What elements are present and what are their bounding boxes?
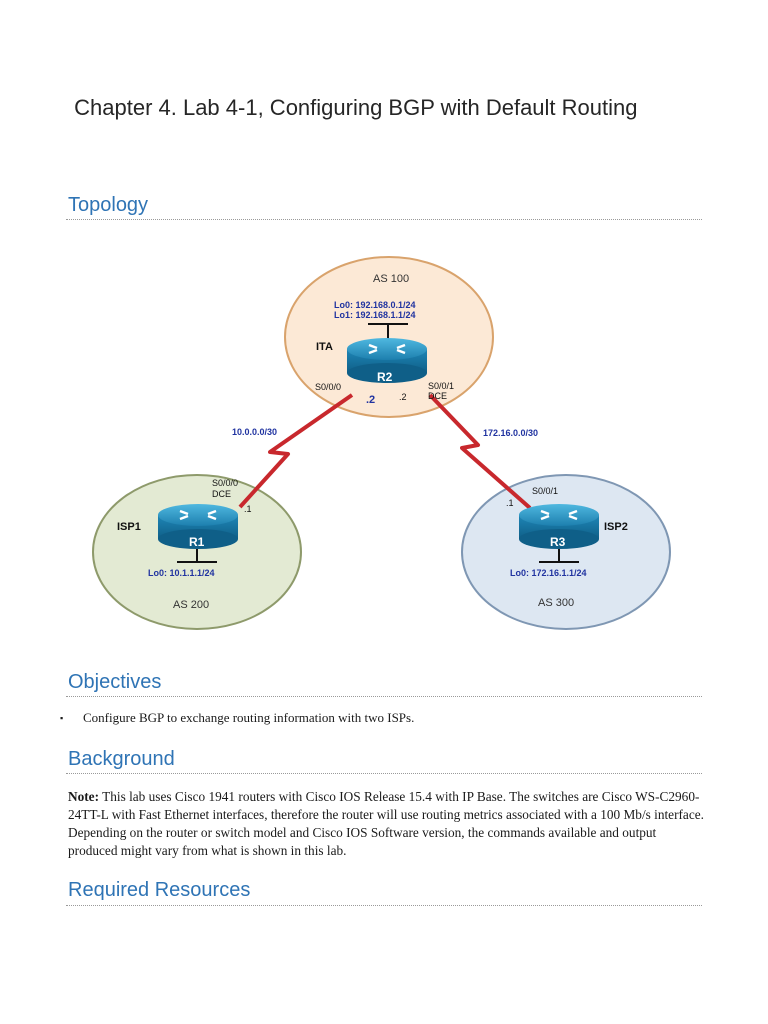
r1-dce: DCE (212, 489, 231, 499)
bullet-icon: ▪ (60, 713, 64, 723)
r2-right-ip: .2 (399, 392, 407, 402)
as200-label: AS 200 (173, 599, 209, 611)
required-resources-divider (66, 905, 702, 906)
background-text: This lab uses Cisco 1941 routers with Ci… (68, 789, 704, 858)
as300-region (461, 474, 671, 630)
link-left-network: 10.0.0.0/30 (232, 427, 277, 437)
r3-name: ISP2 (604, 521, 628, 533)
as100-label: AS 100 (373, 273, 409, 285)
r2-name: ITA (316, 341, 333, 353)
objectives-heading: Objectives (68, 671, 162, 693)
r2-router-label: R2 (377, 370, 393, 384)
r2-right-intf: S0/0/1 (428, 381, 454, 391)
link-r2-r3 (428, 393, 532, 510)
list-item: ▪ Configure BGP to exchange routing info… (60, 709, 414, 727)
r3-lo0: Lo0: 172.16.1.1/24 (510, 568, 587, 578)
router-r2-icon (347, 338, 427, 383)
background-paragraph: Note: This lab uses Cisco 1941 routers w… (68, 788, 704, 860)
objectives-list: ▪ Configure BGP to exchange routing info… (60, 709, 414, 727)
r1-lo0: Lo0: 10.1.1.1/24 (148, 568, 215, 578)
r1-intf: S0/0/0 (212, 478, 238, 488)
r3-intf: S0/0/1 (532, 486, 558, 496)
r2-lo1: Lo1: 192.168.1.1/24 (334, 310, 416, 320)
r1-name: ISP1 (117, 521, 141, 533)
router-r3-icon (519, 504, 599, 549)
link-right-network: 172.16.0.0/30 (483, 428, 538, 438)
router-r1-icon (158, 504, 238, 549)
topology-diagram: AS 100 Lo0: 192.168.0.1/24 Lo1: 192.168.… (0, 240, 768, 640)
background-divider (66, 773, 702, 774)
r2-left-ip: .2 (366, 394, 375, 406)
required-resources-heading: Required Resources (68, 879, 251, 901)
link-r1-r2 (238, 393, 354, 509)
page-title: Chapter 4. Lab 4-1, Configuring BGP with… (68, 95, 638, 120)
objectives-divider (66, 696, 702, 697)
background-heading: Background (68, 748, 175, 770)
topology-svg: AS 100 Lo0: 192.168.0.1/24 Lo1: 192.168.… (92, 256, 671, 630)
r2-right-dce: DCE (428, 391, 447, 401)
topology-divider (66, 219, 702, 220)
r1-router-label: R1 (189, 535, 205, 549)
r3-ip: .1 (506, 498, 514, 508)
r2-left-intf: S0/0/0 (315, 382, 341, 392)
r1-ip: .1 (244, 504, 252, 514)
r3-router-label: R3 (550, 535, 566, 549)
r2-lo0: Lo0: 192.168.0.1/24 (334, 300, 416, 310)
objective-text: Configure BGP to exchange routing inform… (83, 710, 415, 725)
as300-label: AS 300 (538, 597, 574, 609)
topology-heading: Topology (68, 194, 149, 216)
note-label: Note: (68, 789, 100, 804)
